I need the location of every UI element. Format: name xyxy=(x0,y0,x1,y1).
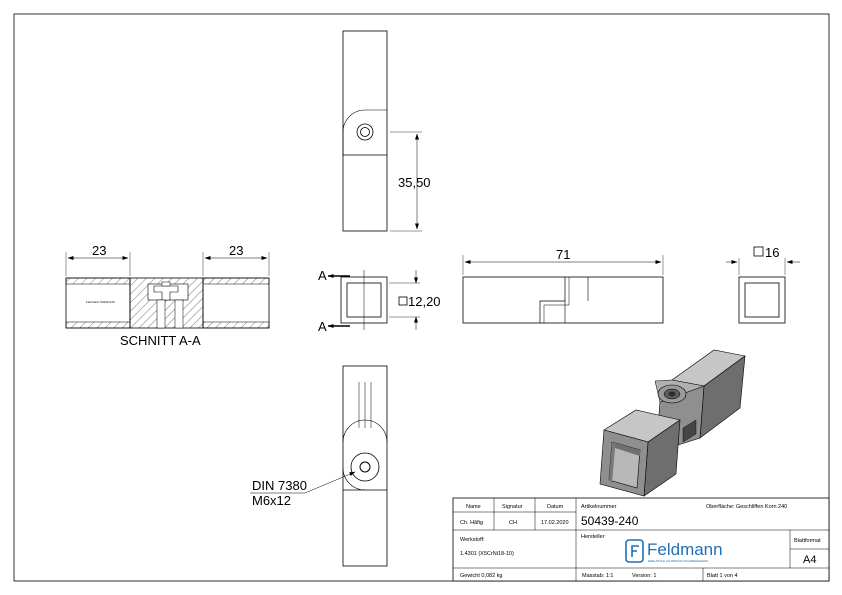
callout-line2: M6x12 xyxy=(252,493,291,508)
tb-material-label: Werkstoff: xyxy=(460,537,485,543)
dim-inner-square: 12,20 xyxy=(408,294,441,309)
callout-line1: DIN 7380 xyxy=(252,478,307,493)
sheet-border xyxy=(13,13,830,582)
dim-right-length: 23 xyxy=(229,243,243,258)
feldmann-logo: Feldmann EDELSTAHL ALUMINIUM SCHMIEDEEIS… xyxy=(625,539,723,563)
dim-left-length: 23 xyxy=(92,243,106,258)
dim-total-length: 71 xyxy=(556,247,570,262)
tb-version: Version: 1 xyxy=(632,573,656,579)
dim-top-height: 35,50 xyxy=(398,175,431,190)
tb-header-signature: Signatur xyxy=(502,504,523,510)
brand-tagline: EDELSTAHL ALUMINIUM SCHMIEDEEISEN xyxy=(648,559,708,563)
section-marker-bottom: A xyxy=(318,319,327,334)
tb-header-date: Datum xyxy=(547,504,564,510)
tb-material: 1.4301 (X5CrNi18-10) xyxy=(460,551,514,557)
tb-format-label: Blattformat xyxy=(794,538,821,544)
engraving-text: Feldmann 50439-240 xyxy=(86,300,115,304)
isometric-view xyxy=(599,349,746,497)
bottom-view: DIN 7380 M6x12 xyxy=(250,365,388,567)
tb-scale: Masstab: 1:1 xyxy=(582,573,614,579)
brand-name: Feldmann xyxy=(647,540,723,559)
section-marker-top: A xyxy=(318,268,327,283)
dim-outer-square: 16 xyxy=(765,245,779,260)
section-view: Feldmann 50439-240 23 23 SCHNITT A-A xyxy=(65,243,270,348)
tb-sheet: Blatt 1 von 4 xyxy=(707,573,738,579)
tb-initials: CH xyxy=(509,520,517,526)
section-label: SCHNITT A-A xyxy=(120,333,201,348)
end-view-left: A A 12,20 xyxy=(318,268,441,334)
tb-manufacturer-label: Hersteller xyxy=(581,534,605,540)
tb-weight: Gewicht 0,082 kg xyxy=(460,573,503,579)
tb-header-name: Name xyxy=(466,504,481,510)
tb-surface: Oberfläche: Geschliffen Korn 240 xyxy=(706,504,787,510)
tb-article-number: 50439-240 xyxy=(581,514,639,528)
side-view: 71 xyxy=(462,247,664,324)
tb-drawn-by: Ch. Hãfig xyxy=(460,520,483,526)
tb-date: 17.02.2020 xyxy=(541,520,569,526)
title-block: Name Signatur Datum Ch. Hãfig CH 17.02.2… xyxy=(452,497,830,582)
tb-article-label: Artikelnummer xyxy=(581,504,617,510)
top-view: 35,50 xyxy=(342,30,431,232)
tb-format: A4 xyxy=(803,554,816,566)
end-view-right: 16 xyxy=(726,245,800,324)
